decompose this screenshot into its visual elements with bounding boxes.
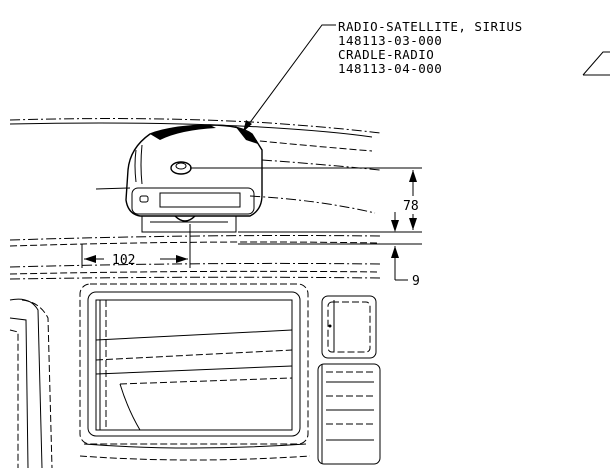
dimension-9: 9 — [238, 212, 422, 289]
callout-leader — [242, 24, 336, 133]
dimension-102: 102 — [81, 224, 191, 268]
center-stack — [79, 283, 311, 461]
dimension-9-label: 9 — [412, 274, 420, 289]
right-vents — [317, 295, 381, 465]
dashboard-rails — [9, 235, 381, 280]
dimension-78: 78 — [190, 167, 422, 233]
callout-line-cradle-part: 148113-04-000 — [338, 61, 442, 76]
windshield-lines — [9, 118, 381, 214]
callout-line-radio-name: RADIO-SATELLITE, SIRIUS — [338, 19, 523, 34]
revision-triangle — [582, 51, 610, 76]
callout-line-radio-part: 148113-03-000 — [338, 33, 442, 48]
dimension-102-label: 102 — [112, 253, 135, 268]
sirius-radio — [125, 124, 263, 233]
dimension-78-label: 78 — [403, 199, 419, 214]
callout-line-cradle-name: CRADLE-RADIO — [338, 47, 434, 62]
callout-label: RADIO-SATELLITE, SIRIUS 148113-03-000 CR… — [338, 19, 523, 76]
left-trim — [9, 298, 53, 469]
